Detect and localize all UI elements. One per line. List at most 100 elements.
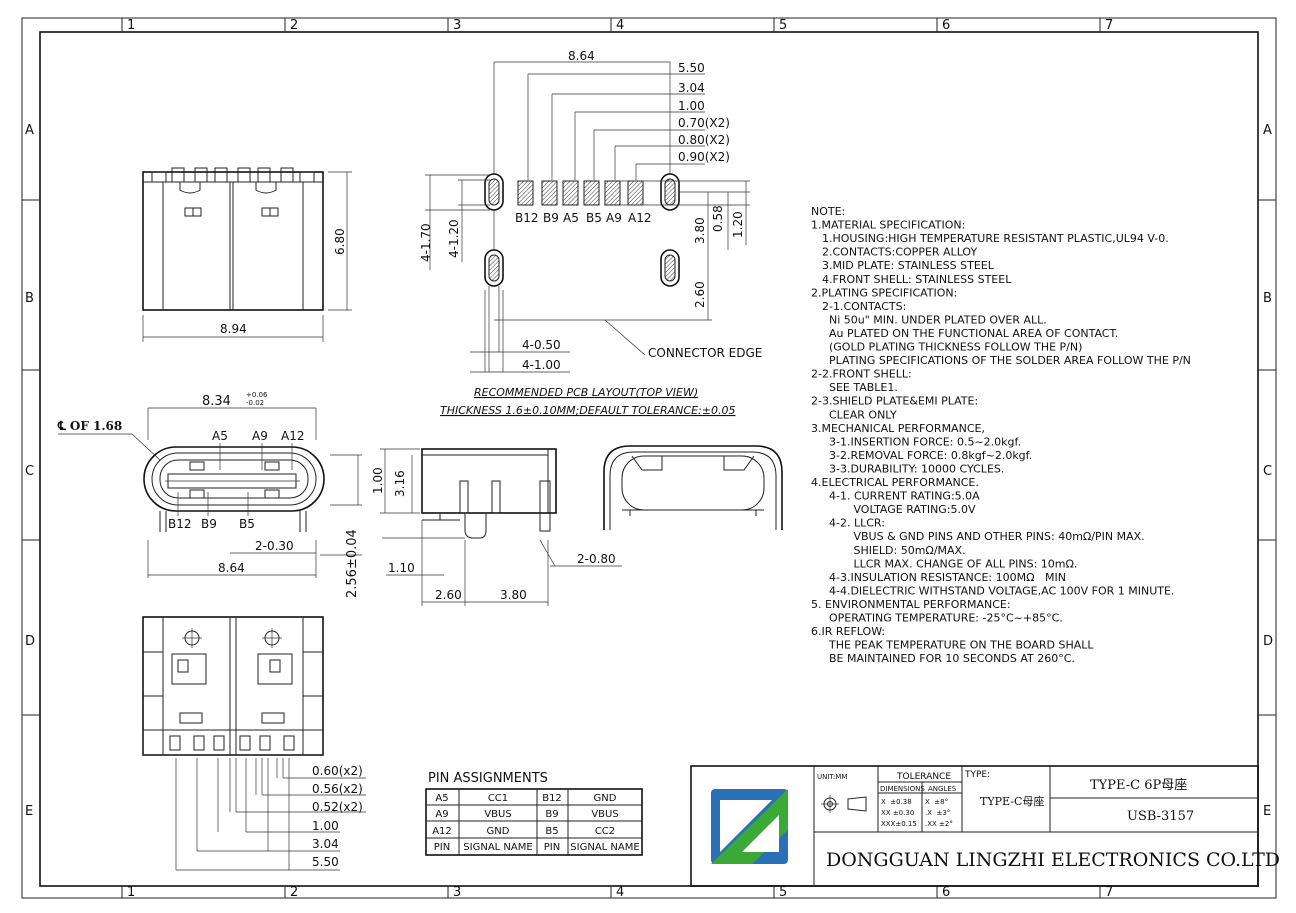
type-label: TYPE: — [964, 770, 990, 780]
pcb-dim-100: 1.00 — [678, 99, 705, 113]
row-label: A — [1263, 123, 1272, 138]
dim-550: 5.50 — [312, 855, 339, 869]
tolerance-dim-cell: XXX±0.15 — [881, 820, 917, 828]
note-line: 2-2.FRONT SHELL: — [811, 368, 912, 381]
pin-table-cell: B5 — [545, 826, 558, 837]
pcb-dim-058: 0.58 — [711, 205, 725, 232]
pin-table-cell: VBUS — [591, 809, 618, 820]
note-line: 2-1.CONTACTS: — [815, 300, 906, 313]
row-label: E — [25, 804, 33, 819]
dimensions-label: DIMENSIONS — [880, 785, 925, 793]
dim-2-030: 2-0.30 — [255, 539, 294, 553]
col-label: 1 — [127, 885, 135, 900]
dim-052: 0.52(x2) — [312, 800, 363, 814]
pcb-dim-304: 3.04 — [678, 81, 705, 95]
pcb-dim-120: 1.20 — [731, 211, 745, 238]
note-line: 2-3.SHIELD PLATE&EMI PLATE: — [811, 395, 978, 408]
note-line: 3.MECHANICAL PERFORMANCE, — [811, 422, 985, 435]
pin-label-a9: A9 — [252, 429, 268, 443]
note-line: Ni 50u" MIN. UNDER PLATED OVER ALL. — [815, 313, 1047, 326]
side-view: 1.00 3.16 1.10 2.60 3.80 2-0.80 — [371, 448, 622, 606]
tolerance-angle-cell: .XX ±2° — [925, 820, 953, 828]
pcb-dim-4-100: 4-1.00 — [522, 358, 561, 372]
side-dim-316: 3.16 — [393, 470, 407, 497]
pcb-dim-4-050: 4-0.50 — [522, 338, 561, 352]
pin-table-cell: A12 — [432, 826, 452, 837]
note-line: SHIELD: 50mΩ/MAX. — [815, 544, 966, 557]
note-line: 6.IR REFLOW: — [811, 625, 885, 638]
company-logo — [711, 789, 788, 864]
note-line: THE PEAK TEMPERATURE ON THE BOARD SHALL — [815, 639, 1094, 652]
pin-label-b5: B5 — [239, 517, 255, 531]
note-line: 4-1. CURRENT RATING:5.0A — [815, 490, 980, 503]
col-label: 1 — [127, 18, 135, 33]
col-label: 7 — [1105, 885, 1113, 900]
notes-block: NOTE:1.MATERIAL SPECIFICATION: 1.HOUSING… — [811, 205, 1191, 665]
pad-label-a9: A9 — [606, 211, 622, 225]
note-line: (GOLD PLATING THICKNESS FOLLOW THE P/N) — [815, 341, 1082, 354]
note-line: 3-2.REMOVAL FORCE: 0.8kgf~2.0kgf. — [815, 449, 1032, 462]
column-markers-top: 1 2 3 4 5 6 7 — [121, 18, 1113, 33]
note-line: NOTE: — [811, 205, 845, 218]
dim-060: 0.60(x2) — [312, 764, 363, 778]
col-label: 7 — [1105, 18, 1113, 33]
col-label: 3 — [453, 885, 461, 900]
col-label: 6 — [942, 18, 950, 33]
col-label: 3 — [453, 18, 461, 33]
pin-table-cell: SIGNAL NAME — [463, 842, 532, 853]
projection-symbol-icon — [821, 795, 867, 813]
row-label: D — [25, 634, 35, 649]
pcb-dim-4-170: 4-1.70 — [419, 223, 433, 262]
connector-edge-label: CONNECTOR EDGE — [648, 346, 762, 360]
bottom-view: 0.60(x2) 0.56(x2) 0.52(x2) 1.00 3.04 5.5… — [142, 616, 366, 871]
note-line: 2.CONTACTS:COPPER ALLOY — [815, 246, 977, 259]
row-label: B — [1263, 291, 1272, 306]
pcb-dim-080: 0.80(X2) — [678, 133, 730, 147]
pcb-caption-title: RECOMMENDED PCB LAYOUT(TOP VIEW) — [474, 386, 698, 399]
title-block: UNIT:MM TOLERANCE DIMENSIONS ANGLES X ±0… — [690, 765, 1280, 887]
pin-table-cell: SIGNAL NAME — [570, 842, 639, 853]
col-label: 4 — [616, 885, 624, 900]
tolerance-dim-cell: XX ±0.30 — [881, 809, 914, 817]
dim-864: 8.64 — [218, 561, 245, 575]
pad-label-b9: B9 — [543, 211, 559, 225]
note-line: PLATING SPECIFICATIONS OF THE SOLDER ARE… — [815, 354, 1191, 367]
note-line: 4-3.INSULATION RESISTANCE: 100MΩ MIN — [815, 571, 1066, 584]
note-line: SEE TABLE1. — [815, 381, 898, 394]
pad-label-b12: B12 — [515, 211, 539, 225]
tol-upper: +0.06 — [246, 391, 268, 399]
dim-304: 3.04 — [312, 837, 339, 851]
part-number: USB-3157 — [1127, 809, 1194, 824]
pcb-layout-view: 8.64 5.50 3.04 1.00 0.70(X2) 0.80(X2) 0.… — [419, 49, 762, 417]
note-line: 5. ENVIRONMENTAL PERFORMANCE: — [811, 598, 1011, 611]
pcb-dim-4-120: 4-1.20 — [447, 219, 461, 258]
pin-table-cell: A9 — [435, 809, 448, 820]
note-line: 3.MID PLATE: STAINLESS STEEL — [815, 259, 995, 272]
unit-label: UNIT:MM — [817, 773, 847, 781]
note-line: 3-1.INSERTION FORCE: 0.5~2.0kgf. — [815, 435, 1021, 448]
top-view: 8.94 6.80 — [142, 167, 352, 342]
drawing-frame — [21, 17, 1277, 899]
dim-height: 6.80 — [333, 228, 347, 255]
side-dim-2-080: 2-0.80 — [577, 552, 616, 566]
row-label: A — [25, 123, 34, 138]
pin-table-cell: PIN — [544, 842, 560, 853]
pin-table-title: PIN ASSIGNMENTS — [428, 771, 548, 786]
pad-label-a5: A5 — [563, 211, 579, 225]
dim-width-834: 8.34 — [202, 394, 231, 409]
pin-table-cell: CC1 — [488, 793, 508, 804]
col-label: 2 — [290, 18, 298, 33]
note-line: 4-4.DIELECTRIC WITHSTAND VOLTAGE,AC 100V… — [815, 584, 1174, 597]
col-label: 5 — [779, 18, 787, 33]
pin-label-b12: B12 — [168, 517, 192, 531]
pad-label-a12: A12 — [628, 211, 651, 225]
dim-100: 1.00 — [312, 819, 339, 833]
pin-table-cell: PIN — [434, 842, 450, 853]
tol-lower: -0.02 — [246, 399, 264, 407]
side-dim-110: 1.10 — [388, 561, 415, 575]
tolerance-angle-cell: X ±8° — [925, 798, 948, 806]
note-line: Au PLATED ON THE FUNCTIONAL AREA OF CONT… — [815, 327, 1118, 340]
dim-256: 2.56±0.04 — [345, 529, 360, 598]
pcb-dim-070: 0.70(X2) — [678, 116, 730, 130]
